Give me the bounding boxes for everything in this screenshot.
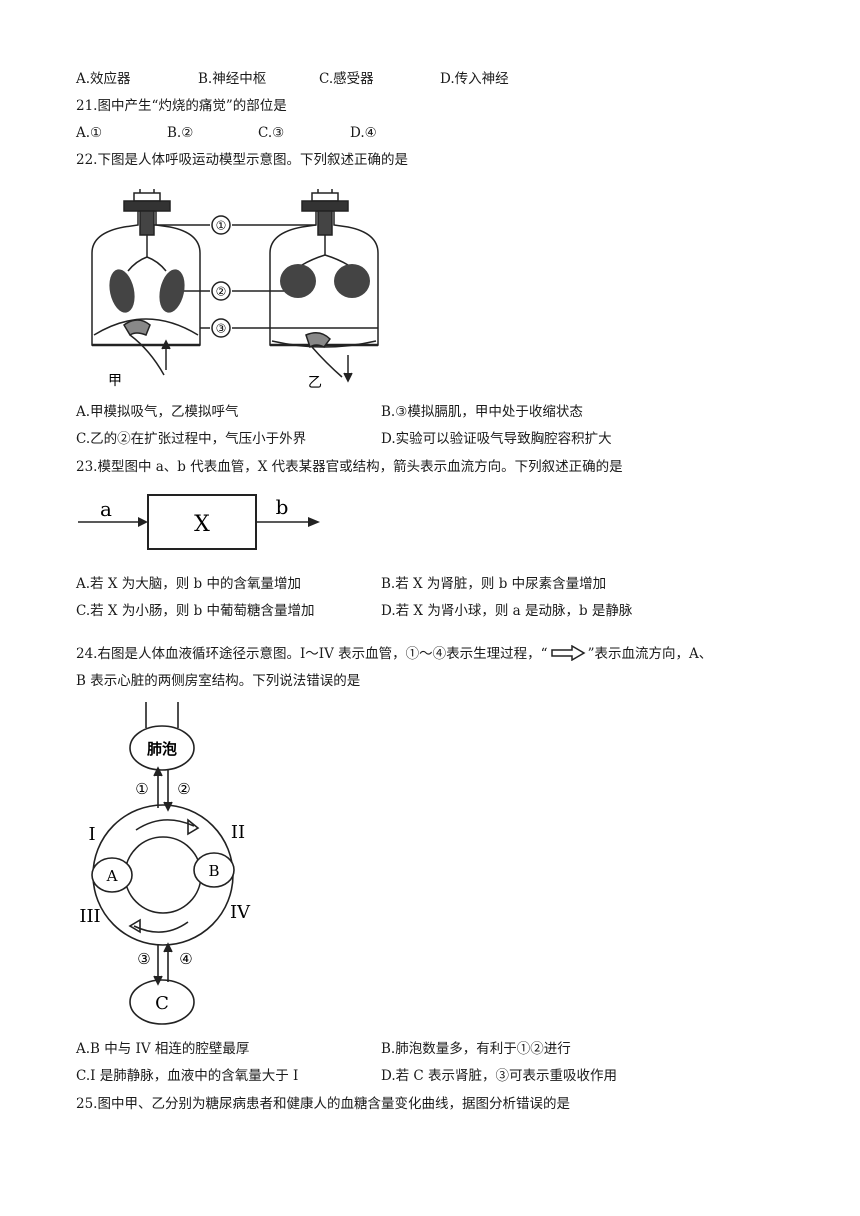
blood-vessel-model-figure: a X b	[78, 494, 320, 550]
model-label-yi: 乙	[308, 375, 322, 391]
q22-stem: 22.下图是人体呼吸运动模型示意图。下列叙述正确的是	[76, 152, 408, 168]
q23-option-b: B.若 X 为肾脏，则 b 中尿素含量增加	[381, 576, 607, 592]
q24-stem-line2: B 表示心脏的两侧房室结构。下列说法错误的是	[76, 673, 361, 689]
respiration-model-figure: ① ② ③ 甲 乙	[91, 189, 379, 391]
q24-stem-line1: 24.右图是人体血液循环途径示意图。I～IV 表示血管，①～④表示生理过程，“”…	[76, 644, 713, 662]
process-1-label: ①	[135, 780, 148, 798]
model-label-1: ①	[216, 219, 227, 233]
chamber-a-label: A	[106, 867, 118, 885]
q23-stem: 23.模型图中 a、b 代表血管，X 代表某器官或结构，箭头表示血流方向。下列叙…	[76, 459, 623, 475]
q25-stem: 25.图中甲、乙分别为糖尿病患者和健康人的血糖含量变化曲线，据图分析错误的是	[76, 1096, 570, 1112]
q24-option-c: C.I 是肺静脉，血液中的含氧量大于 I	[76, 1068, 299, 1084]
q22-option-b: B.③模拟膈肌，甲中处于收缩状态	[381, 404, 583, 420]
process-2-label: ②	[177, 780, 190, 798]
q20-option-c: C.感受器	[319, 71, 374, 87]
process-4-label: ④	[179, 950, 192, 968]
q22-option-d: D.实验可以验证吸气导致胸腔容积扩大	[381, 431, 612, 447]
q21-stem: 21.图中产生“灼烧的痛觉”的部位是	[76, 98, 287, 114]
q22-option-c: C.乙的②在扩张过程中，气压小于外界	[76, 431, 307, 447]
blood-circulation-figure: 肺泡 ① ② A B I II III IV ③ ④ C	[79, 702, 251, 1025]
q21-option-b: B.②	[167, 125, 194, 141]
organ-c-label: C	[155, 993, 169, 1014]
q23-option-a: A.若 X 为大脑，则 b 中的含氧量增加	[76, 576, 301, 592]
model-label-3: ③	[216, 322, 227, 336]
vessel-2-label: II	[231, 822, 245, 843]
q24-option-a: A.B 中与 IV 相连的腔壁最厚	[76, 1041, 250, 1057]
vessel-a-label: a	[100, 497, 112, 521]
q23-option-c: C.若 X 为小肠，则 b 中葡萄糖含量增加	[76, 603, 315, 619]
vessel-b-label: b	[276, 495, 289, 519]
vessel-3-label: III	[79, 906, 100, 927]
q21-option-d: D.④	[350, 125, 377, 141]
vessel-4-label: IV	[230, 902, 251, 923]
q20-option-a: A.效应器	[76, 71, 131, 87]
q21-option-c: C.③	[258, 125, 285, 141]
q24-option-b: B.肺泡数量多，有利于①②进行	[381, 1041, 571, 1057]
hollow-arrow-icon	[550, 644, 586, 662]
q24-option-d: D.若 C 表示肾脏，③可表示重吸收作用	[381, 1068, 618, 1084]
q21-option-a: A.①	[76, 125, 103, 141]
q20-option-b: B.神经中枢	[198, 71, 267, 87]
process-3-label: ③	[137, 950, 150, 968]
vessel-1-label: I	[88, 824, 95, 845]
organ-x-label: X	[194, 512, 210, 537]
chamber-b-label: B	[208, 862, 219, 880]
alveolus-label: 肺泡	[147, 740, 177, 758]
q22-option-a: A.甲模拟吸气，乙模拟呼气	[76, 404, 239, 420]
q20-option-d: D.传入神经	[440, 71, 509, 87]
model-label-jia: 甲	[108, 373, 122, 389]
model-label-2: ②	[216, 285, 227, 299]
q23-option-d: D.若 X 为肾小球，则 a 是动脉，b 是静脉	[381, 603, 633, 619]
